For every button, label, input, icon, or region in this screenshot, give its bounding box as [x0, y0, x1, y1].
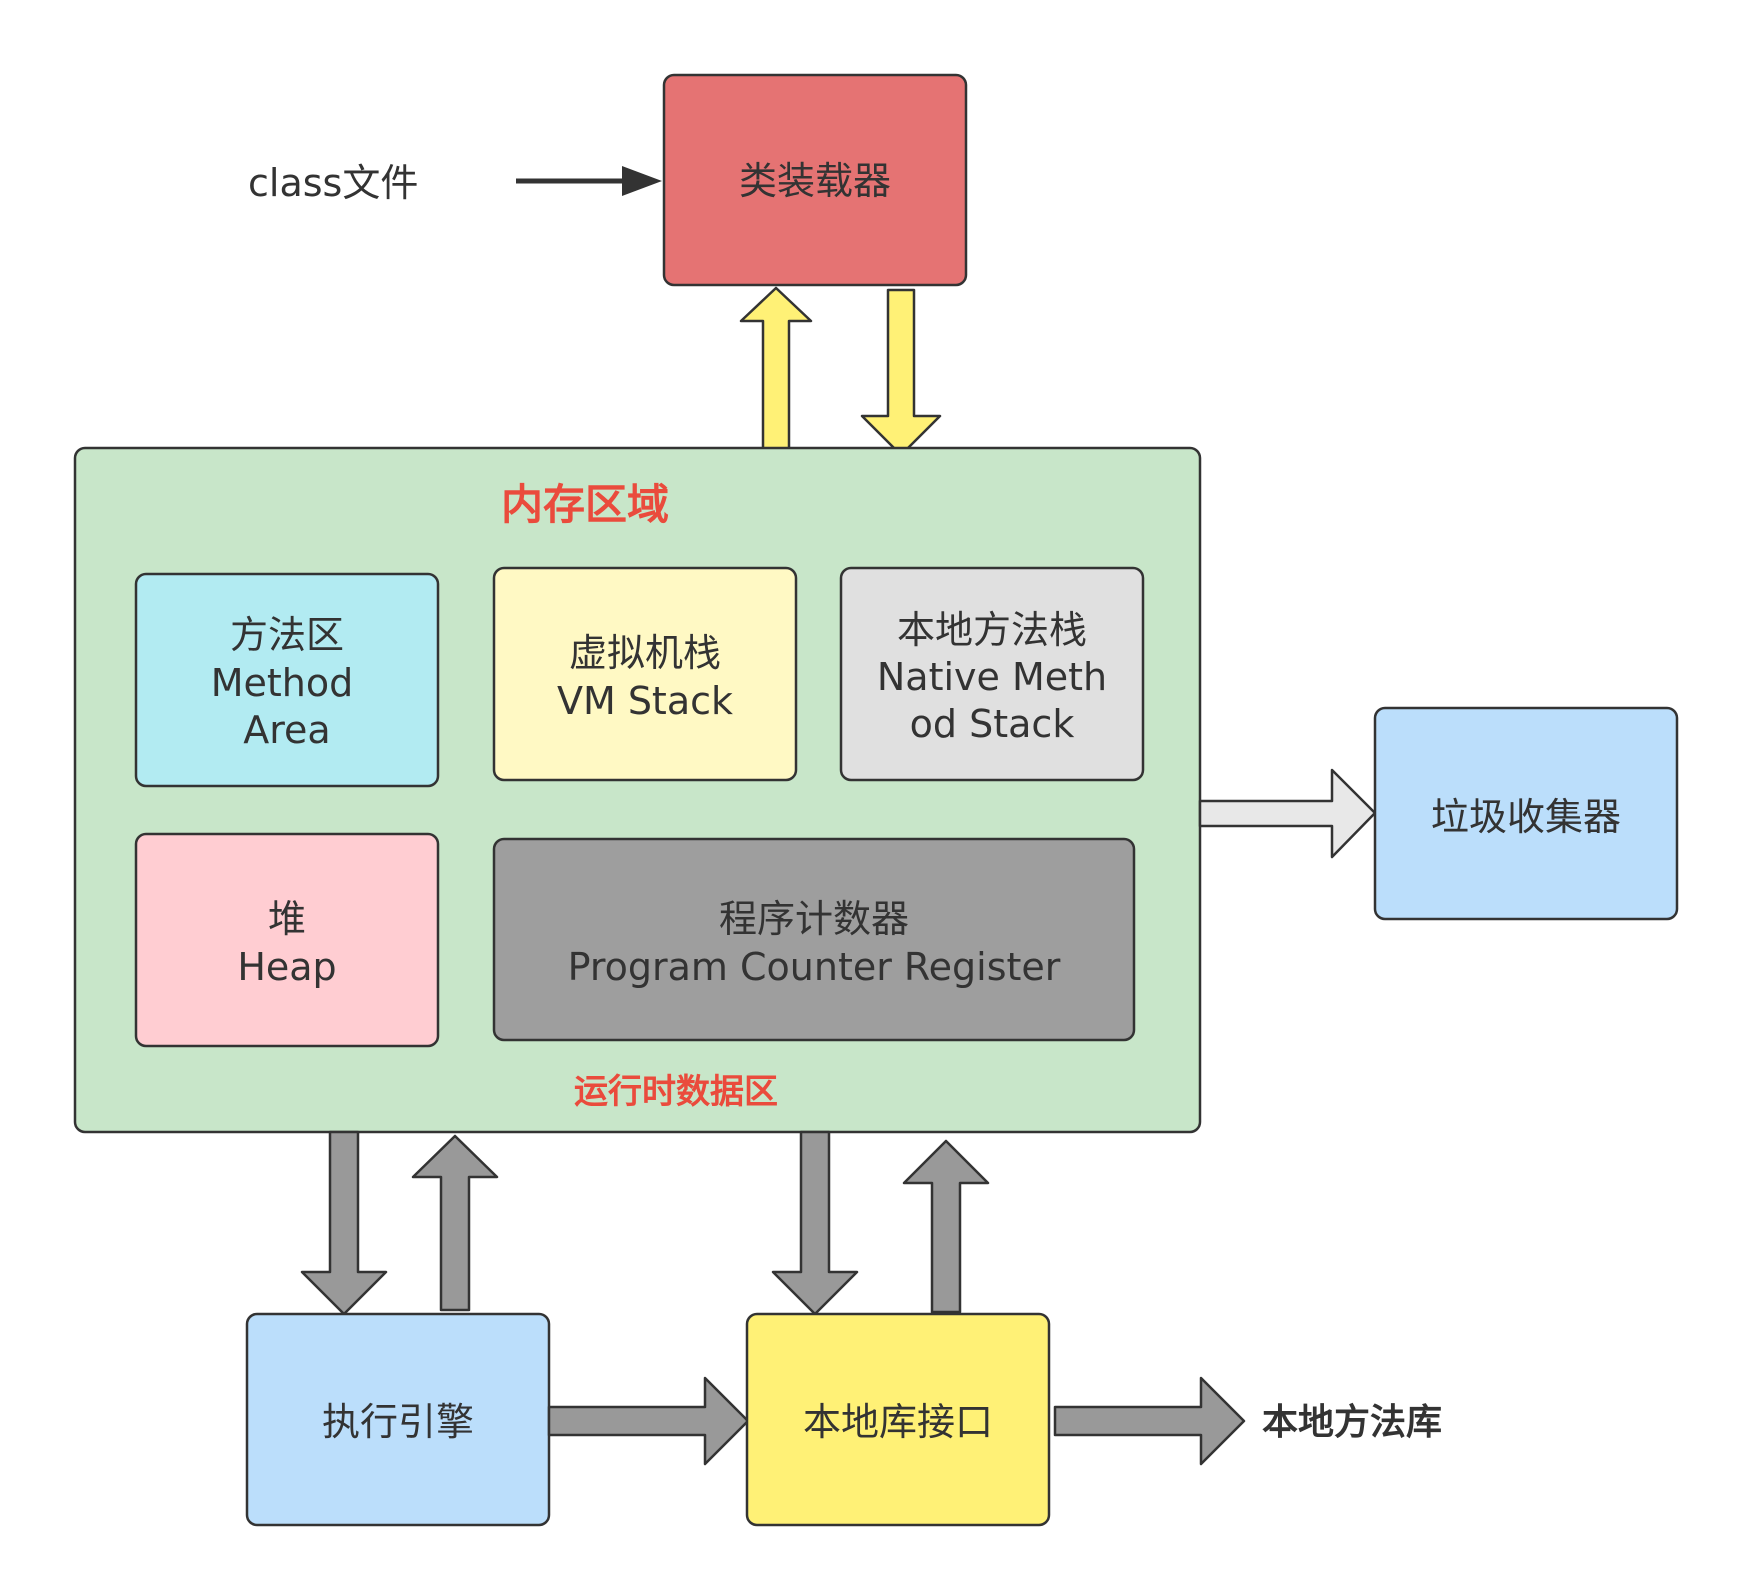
method-area-box: 方法区 Method Area [134, 572, 440, 788]
native-method-library-label: 本地方法库 [1262, 1402, 1442, 1443]
native-stack-label-en2: od Stack [910, 702, 1075, 746]
pc-register-label-en: Program Counter Register [568, 945, 1061, 989]
heap-label-en: Heap [237, 945, 336, 989]
class-file-label: class文件 [248, 161, 418, 205]
memory-to-gc-arrow [1198, 768, 1377, 859]
memory-area-title: 内存区域 [501, 480, 669, 529]
class-loader-label: 类装载器 [739, 159, 891, 203]
exec-engine-label: 执行引擎 [322, 1400, 474, 1444]
engine-to-native-interface-arrow [547, 1376, 750, 1466]
native-interface-box: 本地库接口 [745, 1312, 1051, 1527]
native-interface-to-library-arrow [1053, 1376, 1246, 1466]
native-stack-label-en1: Native Meth [877, 655, 1107, 699]
heap-label-cn: 堆 [268, 897, 306, 941]
program-counter-register-box: 程序计数器 Program Counter Register [492, 837, 1136, 1042]
garbage-collector-box: 垃圾收集器 [1373, 706, 1679, 921]
runtime-data-area-label: 运行时数据区 [574, 1072, 778, 1112]
heap-box: 堆 Heap [134, 832, 440, 1048]
class-file-arrow [516, 166, 662, 196]
vm-stack-box: 虚拟机栈 VM Stack [492, 566, 798, 782]
method-area-label-en1: Method [211, 661, 354, 705]
native-stack-label-cn: 本地方法栈 [897, 608, 1087, 652]
native-interface-label: 本地库接口 [803, 1400, 993, 1444]
execution-engine-box: 执行引擎 [245, 1312, 551, 1527]
engine-to-memory-arrow [411, 1134, 499, 1312]
memory-to-native-interface-arrow [771, 1130, 859, 1316]
method-area-label-en2: Area [243, 708, 330, 752]
loader-to-memory-arrow [860, 288, 942, 457]
class-loader-box: 类装载器 [662, 73, 968, 287]
pc-register-label-cn: 程序计数器 [719, 897, 909, 941]
memory-to-engine-arrow [300, 1130, 388, 1316]
native-method-stack-box: 本地方法栈 Native Meth od Stack [839, 566, 1145, 782]
gc-label: 垃圾收集器 [1431, 795, 1621, 839]
native-interface-to-memory-arrow [902, 1139, 990, 1314]
memory-to-loader-arrow [739, 286, 813, 454]
vm-stack-label-en: VM Stack [557, 679, 733, 723]
vm-stack-label-cn: 虚拟机栈 [569, 631, 721, 675]
method-area-label-cn: 方法区 [230, 613, 344, 657]
